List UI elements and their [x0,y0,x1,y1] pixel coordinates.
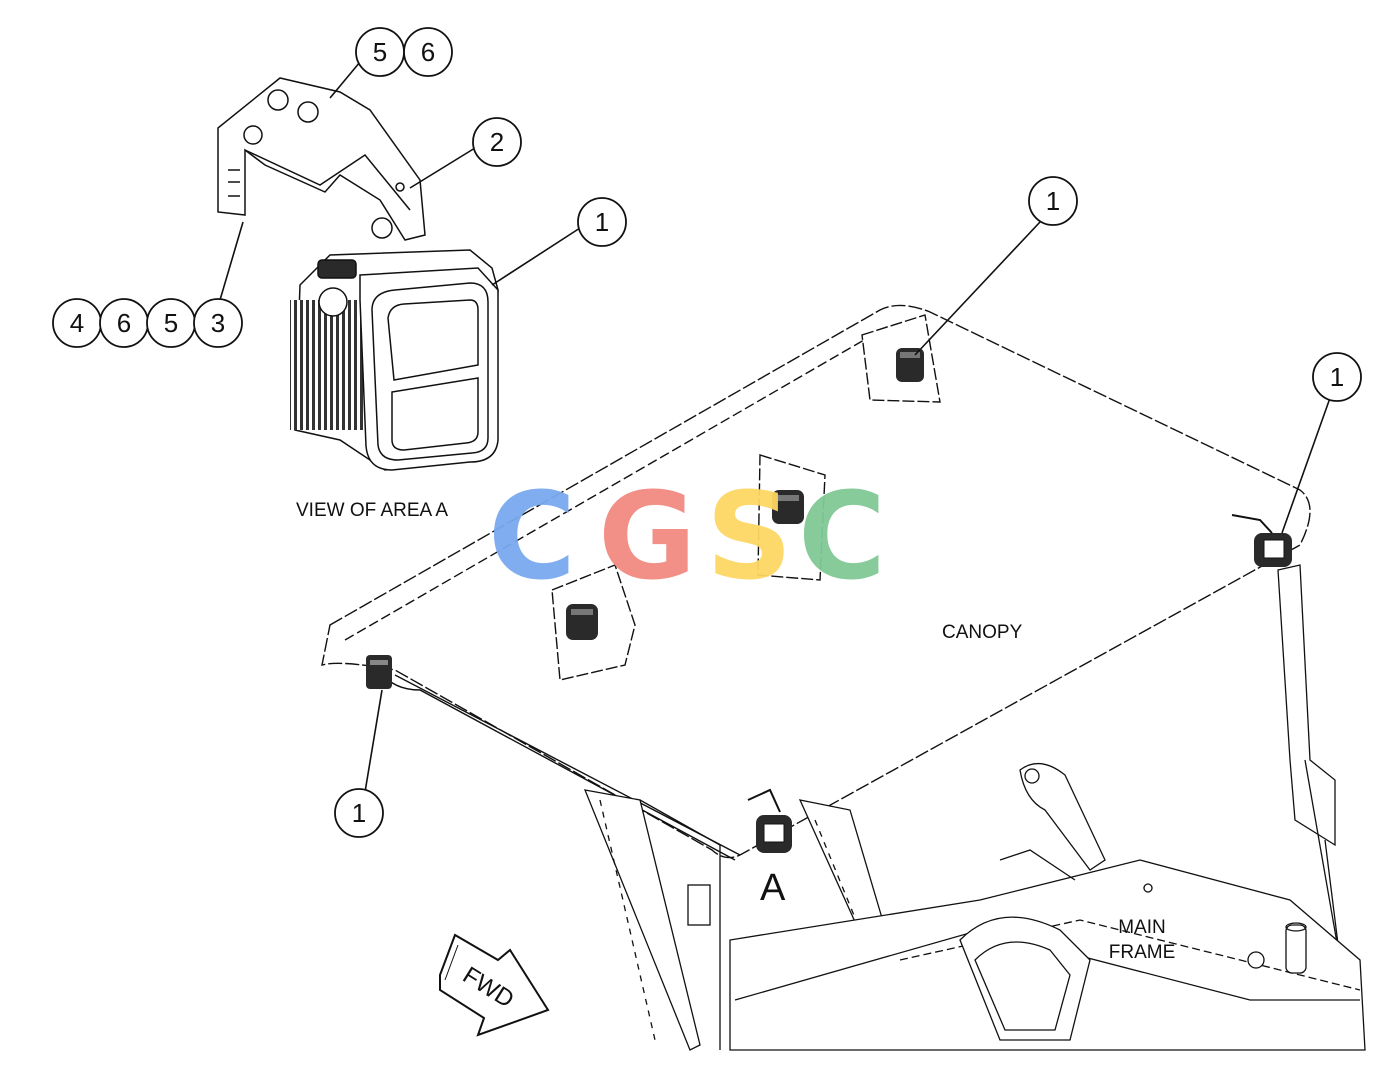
svg-text:1: 1 [1330,362,1344,392]
rops-and-frame [583,564,1366,1051]
fwd-arrow: FWD [439,933,550,1037]
watermark-letter-s: S [706,468,792,607]
svg-text:6: 6 [117,308,131,338]
callout-6-top: 6 [403,27,453,77]
callout-4: 4 [52,298,102,348]
callout-1-canopy-left: 1 [334,788,384,838]
area-a-marker: A [760,867,786,909]
callout-5-top: 5 [355,27,405,77]
work-lamp-front [747,788,792,853]
cgsc-watermark: C G S C [488,468,886,607]
watermark-letter-c1: C [488,468,576,607]
main-frame-label-line1: MAIN [1118,917,1166,938]
svg-text:3: 3 [211,308,225,338]
svg-text:1: 1 [595,207,609,237]
callout-1-canopy-right: 1 [1312,352,1362,402]
main-frame-label-line2: FRAME [1109,942,1176,963]
svg-text:1: 1 [1046,186,1060,216]
callout-bubbles: 5 6 2 1 4 6 5 3 1 1 1 [52,27,1362,838]
callout-1-detail: 1 [577,197,627,247]
work-lamp-left-corner [366,655,392,689]
detail-lamp-assembly [217,77,499,471]
watermark-letter-c2: C [798,468,886,607]
svg-text:1: 1 [352,798,366,828]
work-lamp-left-inset [566,604,598,640]
view-of-area-label: VIEW OF AREA A [296,500,448,521]
callout-6: 6 [99,298,149,348]
svg-text:5: 5 [164,308,178,338]
callout-5: 5 [146,298,196,348]
work-lamp-center [772,490,804,524]
svg-text:6: 6 [421,37,435,67]
callout-2: 2 [472,117,522,167]
svg-text:5: 5 [373,37,387,67]
callout-1-canopy-top: 1 [1028,176,1078,226]
callout-3: 3 [193,298,243,348]
watermark-letter-g: G [598,468,697,607]
svg-text:4: 4 [70,308,84,338]
callout-leaders [219,61,1331,793]
work-lamp-right [1231,514,1292,567]
canopy-label: CANOPY [942,622,1023,643]
svg-text:2: 2 [490,127,504,157]
work-lamp-top [896,348,924,382]
